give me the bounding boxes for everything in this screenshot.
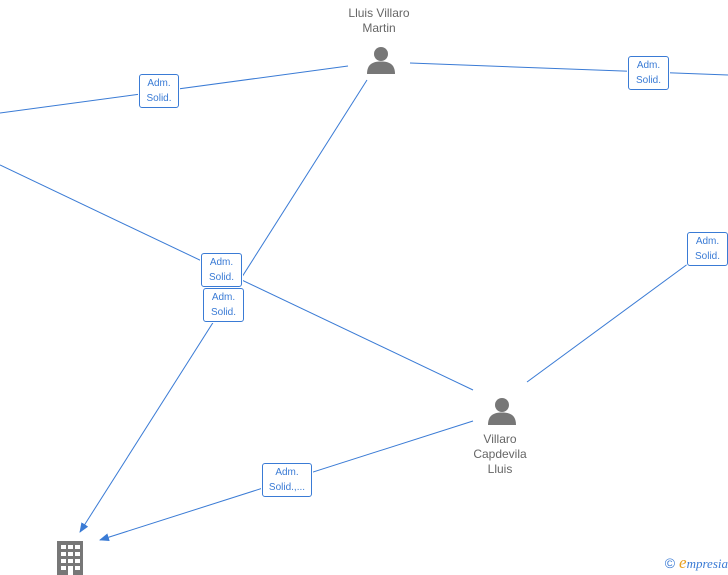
brand-name: mpresia xyxy=(686,556,728,571)
role-badge[interactable]: Adm. Solid. xyxy=(687,232,728,266)
role-badge[interactable]: Adm. Solid.,... xyxy=(262,463,312,497)
person-icon[interactable] xyxy=(366,46,396,74)
brand-footer: © empresia xyxy=(665,553,728,573)
role-badge[interactable]: Adm. Solid. xyxy=(201,253,242,287)
person-icon[interactable] xyxy=(487,397,517,425)
person-label-lluis-villaro-martin[interactable]: Lluis Villaro Martin xyxy=(348,6,410,35)
company-building-icon[interactable] xyxy=(54,541,86,575)
edge-mid-to-right xyxy=(526,254,701,383)
role-badge[interactable]: Adm. Solid. xyxy=(628,56,669,90)
role-badge[interactable]: Adm. Solid. xyxy=(139,74,179,108)
copyright-symbol: © xyxy=(664,555,676,571)
edge-top-to-right xyxy=(409,62,728,76)
person-label-villaro-capdevila-lluis[interactable]: Villaro Capdevila Lluis xyxy=(473,432,527,476)
role-badge[interactable]: Adm. Solid. xyxy=(203,288,244,322)
brand-initial: e xyxy=(679,553,687,572)
brand-logo: empresia xyxy=(679,553,728,573)
